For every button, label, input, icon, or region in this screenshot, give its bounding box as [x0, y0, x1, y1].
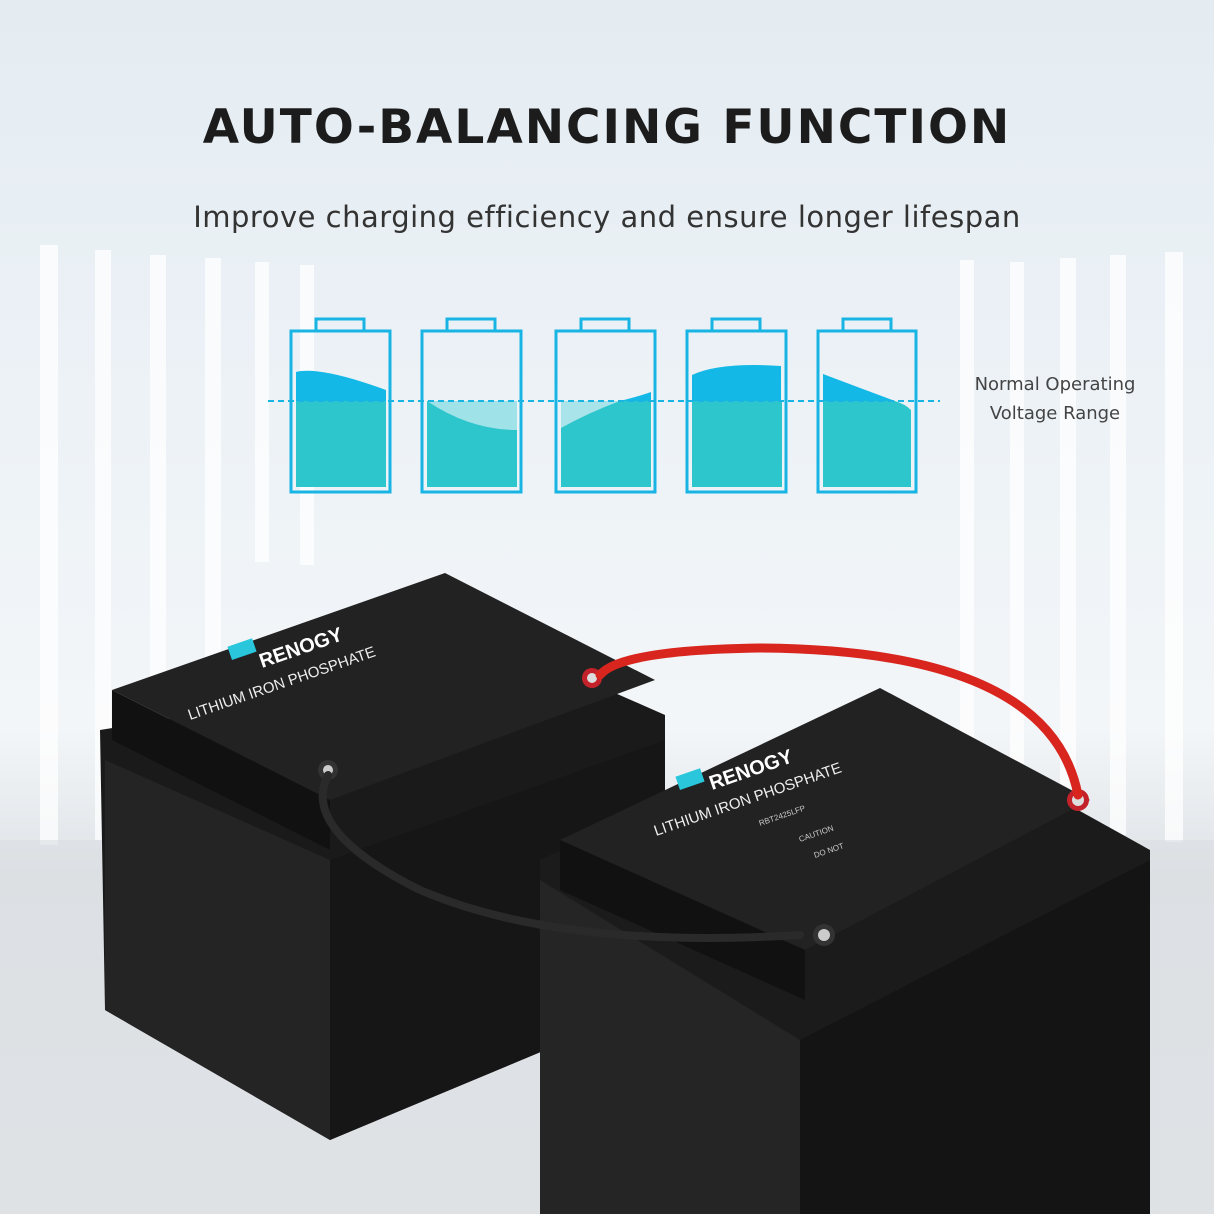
battery-icon-4: [685, 317, 788, 494]
battery-icon-2: [420, 317, 523, 494]
battery-front: RENOGY LITHIUM IRON PHOSPHATE RBT2425LFP…: [540, 688, 1150, 1214]
subtitle: Improve charging efficiency and ensure l…: [193, 200, 1021, 234]
range-label-line2: Voltage Range: [989, 403, 1121, 424]
page-title: AUTO-BALANCING FUNCTION: [202, 100, 1012, 155]
brand-logo-back: [227, 638, 257, 660]
range-label-line1: Normal Operating: [974, 374, 1136, 395]
brand-logo-front: [675, 768, 705, 790]
battery-icon-1: [289, 317, 392, 494]
battery-back: RENOGY LITHIUM IRON PHOSPHATE: [100, 573, 665, 1140]
positive-cable: [595, 643, 1083, 800]
battery-icon-5: [816, 317, 918, 494]
voltage-range-label: Normal Operating Voltage Range: [950, 370, 1160, 428]
battery-icon-3: [554, 317, 657, 494]
negative-cable: [318, 771, 804, 942]
